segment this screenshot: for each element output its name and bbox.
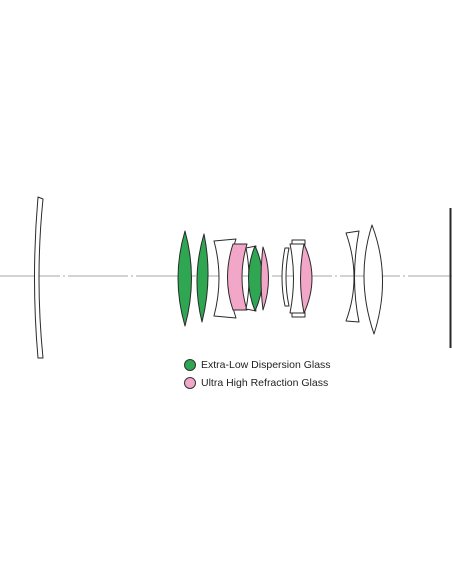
lens-element-3-ed [196, 233, 209, 323]
legend-swatch-pink [184, 377, 196, 389]
lens-element-8-uhr [260, 246, 269, 311]
lens-element-2-ed [177, 230, 192, 327]
legend-swatch-green [184, 359, 196, 371]
lens-element-9-bracket [281, 247, 290, 307]
lens-element-5-uhr [227, 243, 248, 311]
lens-element-13-biconvex [363, 224, 384, 335]
legend: Extra-Low Dispersion Glass Ultra High Re… [184, 357, 331, 393]
legend-label-uhr: Ultra High Refraction Glass [201, 377, 329, 389]
legend-label-ed: Extra-Low Dispersion Glass [201, 359, 331, 371]
legend-item-ed: Extra-Low Dispersion Glass [184, 357, 331, 373]
lens-retaining-ring [291, 239, 306, 318]
lens-element-11-uhr [300, 243, 313, 314]
lens-element-1-meniscus [34, 196, 44, 359]
legend-item-uhr: Ultra High Refraction Glass [184, 375, 331, 391]
lens-element-12-concave [345, 230, 360, 323]
